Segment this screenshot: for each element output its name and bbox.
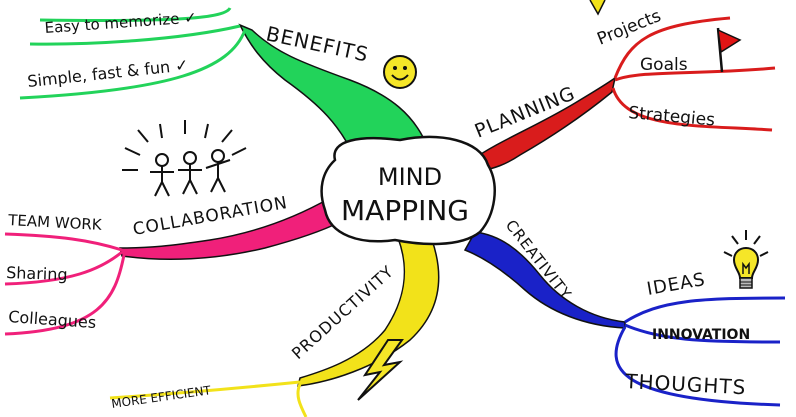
branch-planning bbox=[471, 76, 617, 173]
branch-benefits bbox=[238, 23, 430, 161]
red-flag-icon bbox=[716, 27, 742, 73]
collab-item-3: Colleagues bbox=[8, 307, 97, 332]
creativity-item-3: THOUGHTS bbox=[624, 369, 747, 399]
sub-line-strategies bbox=[611, 87, 773, 132]
sub-line-more-efficient bbox=[109, 380, 301, 400]
sub-line-easy bbox=[29, 24, 241, 46]
sub-line-goals bbox=[614, 66, 776, 82]
planning-item-2: Goals bbox=[640, 55, 688, 75]
productivity-item-1: MORE EFFICIENT bbox=[110, 383, 212, 411]
yellow-pointer-shape bbox=[589, 0, 606, 16]
collab-item-1: TEAM WORK bbox=[7, 211, 103, 234]
branch-collaboration bbox=[119, 196, 341, 261]
sub-line-projects bbox=[613, 16, 731, 79]
sub-line-top bbox=[39, 7, 232, 22]
light-bulb-icon bbox=[723, 230, 769, 289]
planning-item-1: Projects bbox=[594, 6, 664, 50]
sub-line-thoughts bbox=[614, 326, 781, 407]
benefit-item-2: Simple, fast & fun ✓ bbox=[26, 55, 189, 91]
center-title-line2: MAPPING bbox=[341, 194, 469, 227]
sub-line-innovation bbox=[624, 323, 781, 344]
planning-item-3: Strategies bbox=[628, 103, 716, 131]
sub-line-simple bbox=[19, 29, 247, 100]
center-bubble bbox=[320, 135, 496, 246]
smiley-icon bbox=[383, 55, 417, 89]
branch-productivity bbox=[297, 237, 440, 387]
sub-line-sharing bbox=[4, 250, 123, 286]
sub-line-colleagues bbox=[4, 254, 126, 336]
center-title-line1: MIND bbox=[378, 163, 442, 191]
creativity-item-1: IDEAS bbox=[645, 269, 707, 300]
benefit-item-1: Easy to memorize ✓ bbox=[44, 8, 197, 37]
creativity-item-2: INNOVATION bbox=[652, 327, 750, 343]
sub-line-teamwork bbox=[4, 232, 123, 252]
sub-line-lower bbox=[296, 383, 308, 417]
collab-item-2: Sharing bbox=[6, 263, 68, 284]
stick-figures-icon bbox=[122, 120, 247, 197]
sub-line-ideas bbox=[624, 296, 786, 324]
lightning-bolt-icon bbox=[357, 339, 404, 401]
